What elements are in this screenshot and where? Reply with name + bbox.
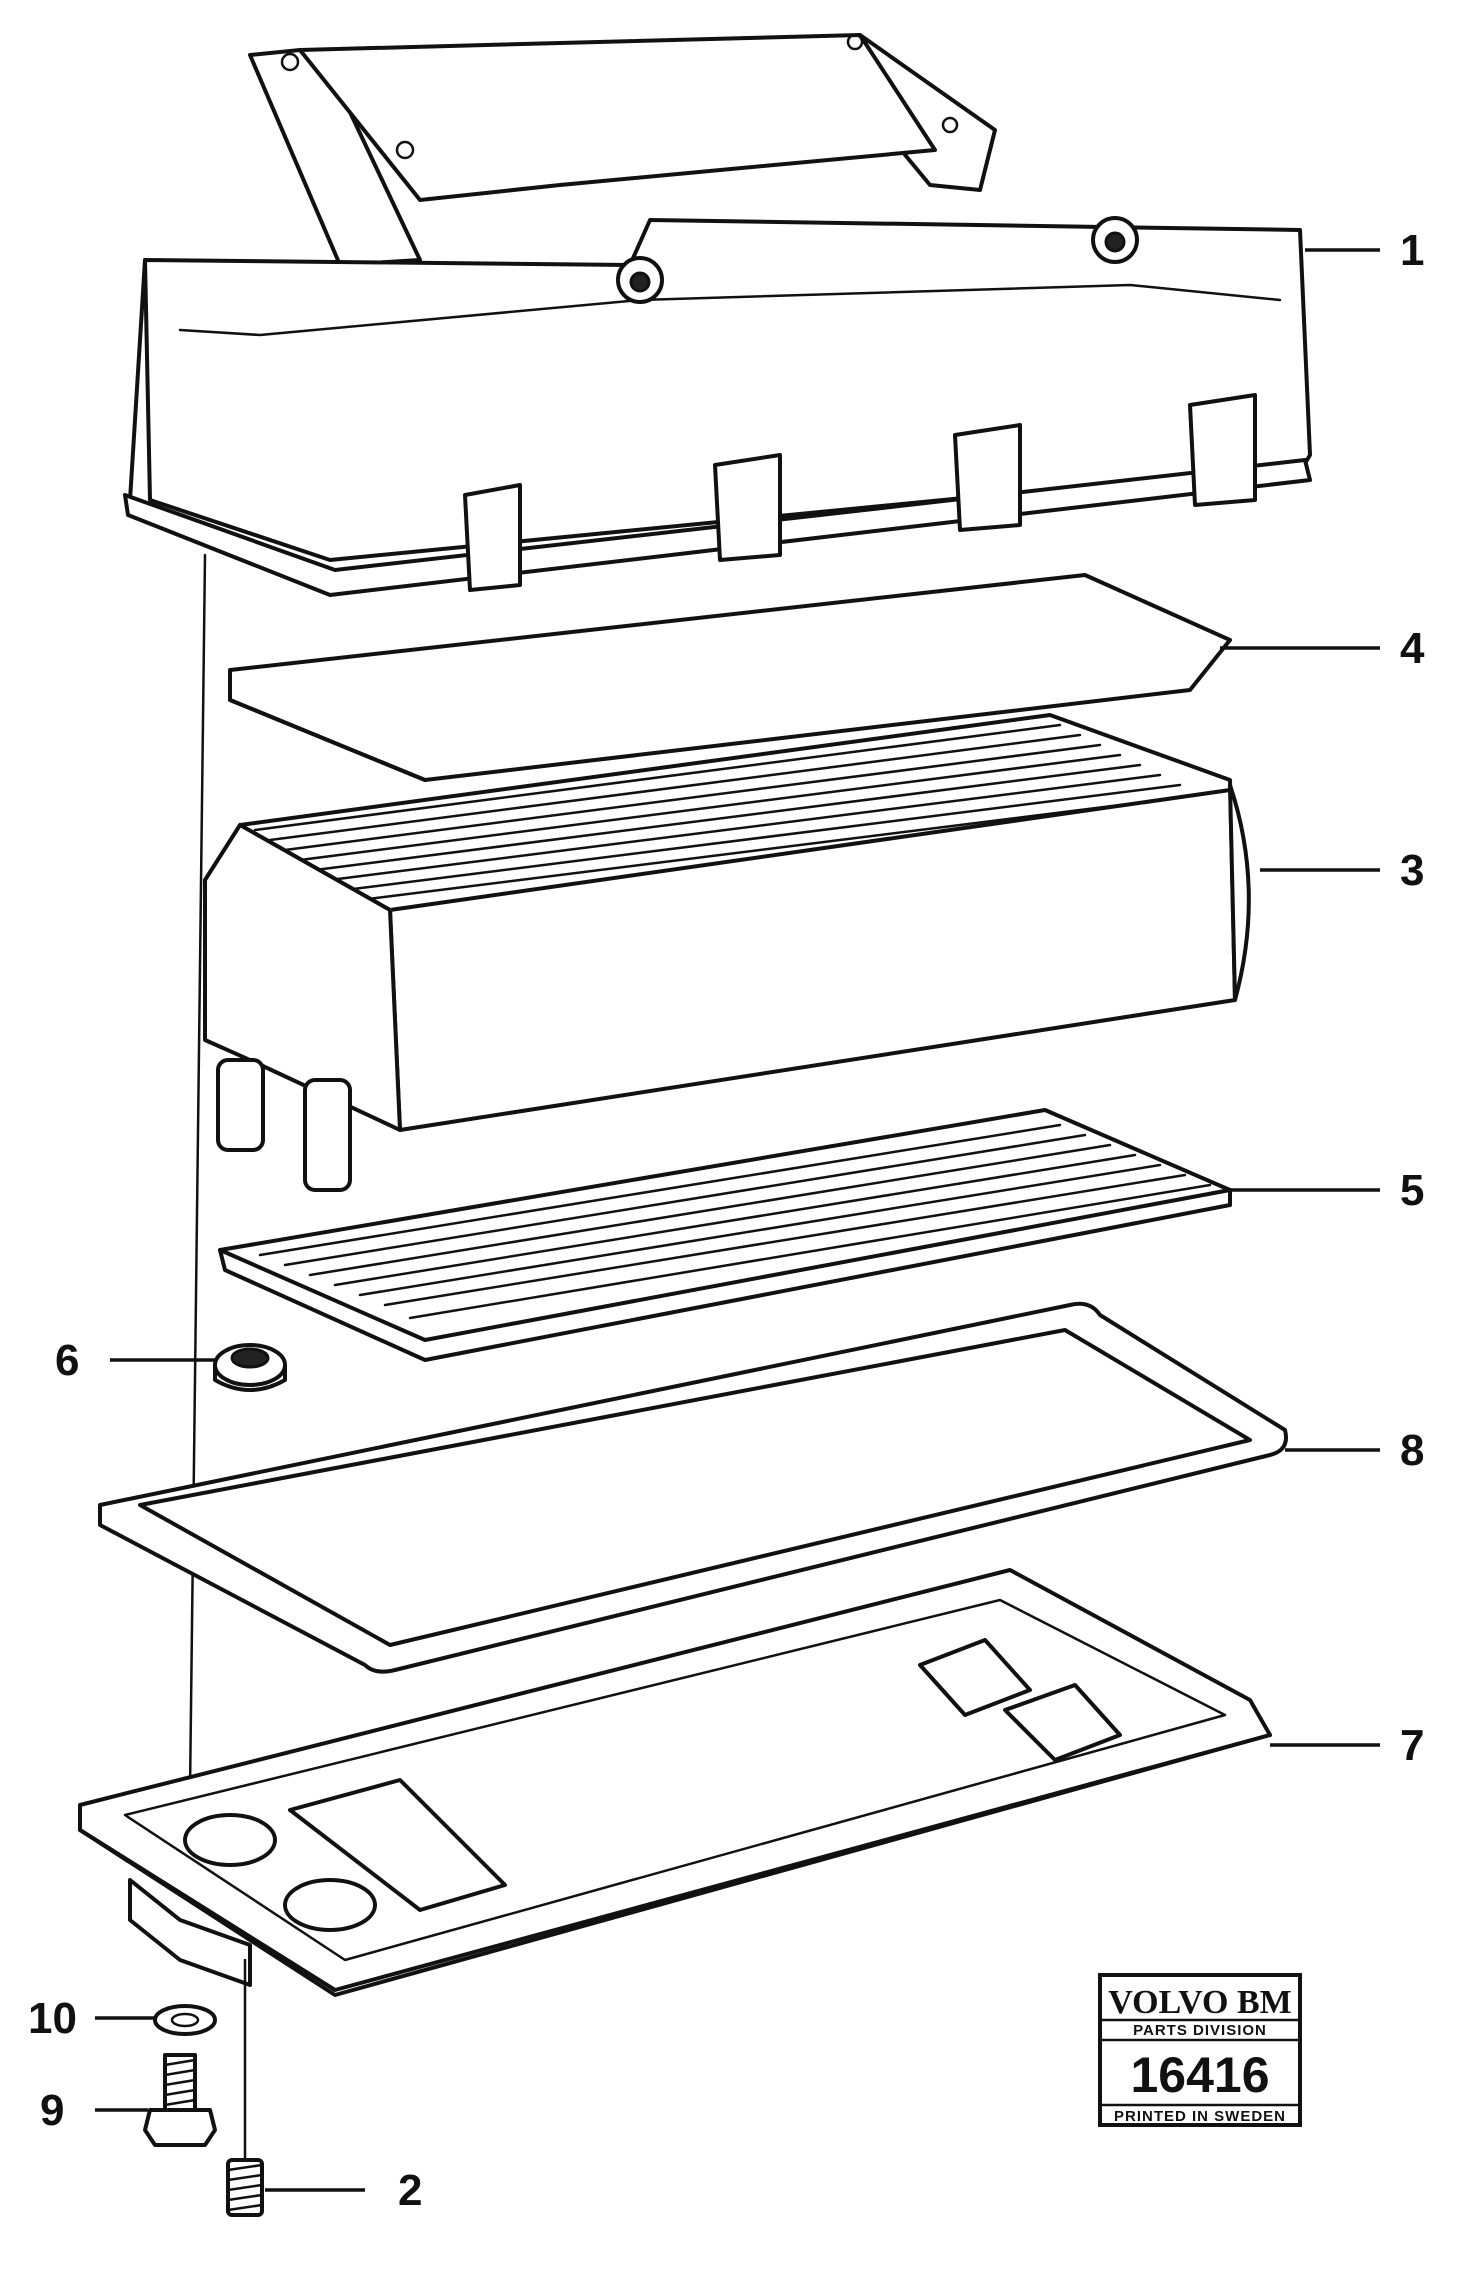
part-1-cover: [123, 33, 1380, 597]
callout-4: 4: [1400, 624, 1425, 673]
part-4-plate: [228, 573, 1380, 782]
stamp-printed: PRINTED IN SWEDEN: [1114, 2108, 1286, 2125]
callout-8: 8: [1400, 1426, 1424, 1475]
part-8-gasket: [98, 1301, 1380, 1674]
callout-9: 9: [40, 2086, 64, 2135]
parts-division-stamp: VOLVO BM PARTS DIVISION 16416 PRINTED IN…: [1098, 1973, 1302, 2127]
part-5-tray: [218, 1108, 1380, 1362]
part-3-block: [203, 713, 1380, 1192]
callout-10: 10: [28, 1994, 77, 2043]
stamp-division: PARTS DIVISION: [1133, 2022, 1267, 2039]
callout-5: 5: [1400, 1166, 1424, 1215]
callout-2: 2: [398, 2166, 422, 2215]
callout-1: 1: [1400, 226, 1424, 275]
callout-6: 6: [55, 1336, 79, 1385]
callout-7: 7: [1400, 1721, 1424, 1770]
stamp-number: 16416: [1130, 2047, 1269, 2103]
stamp-brand: VOLVO BM: [1108, 1984, 1291, 2021]
part-6-seal: [110, 1343, 287, 1392]
part-2-set-screw: [226, 1958, 365, 2217]
part-10-washer: [95, 2004, 217, 2036]
part-7-base: [78, 1568, 1380, 1997]
callout-3: 3: [1400, 846, 1424, 895]
part-9-bolt: [95, 2053, 217, 2147]
